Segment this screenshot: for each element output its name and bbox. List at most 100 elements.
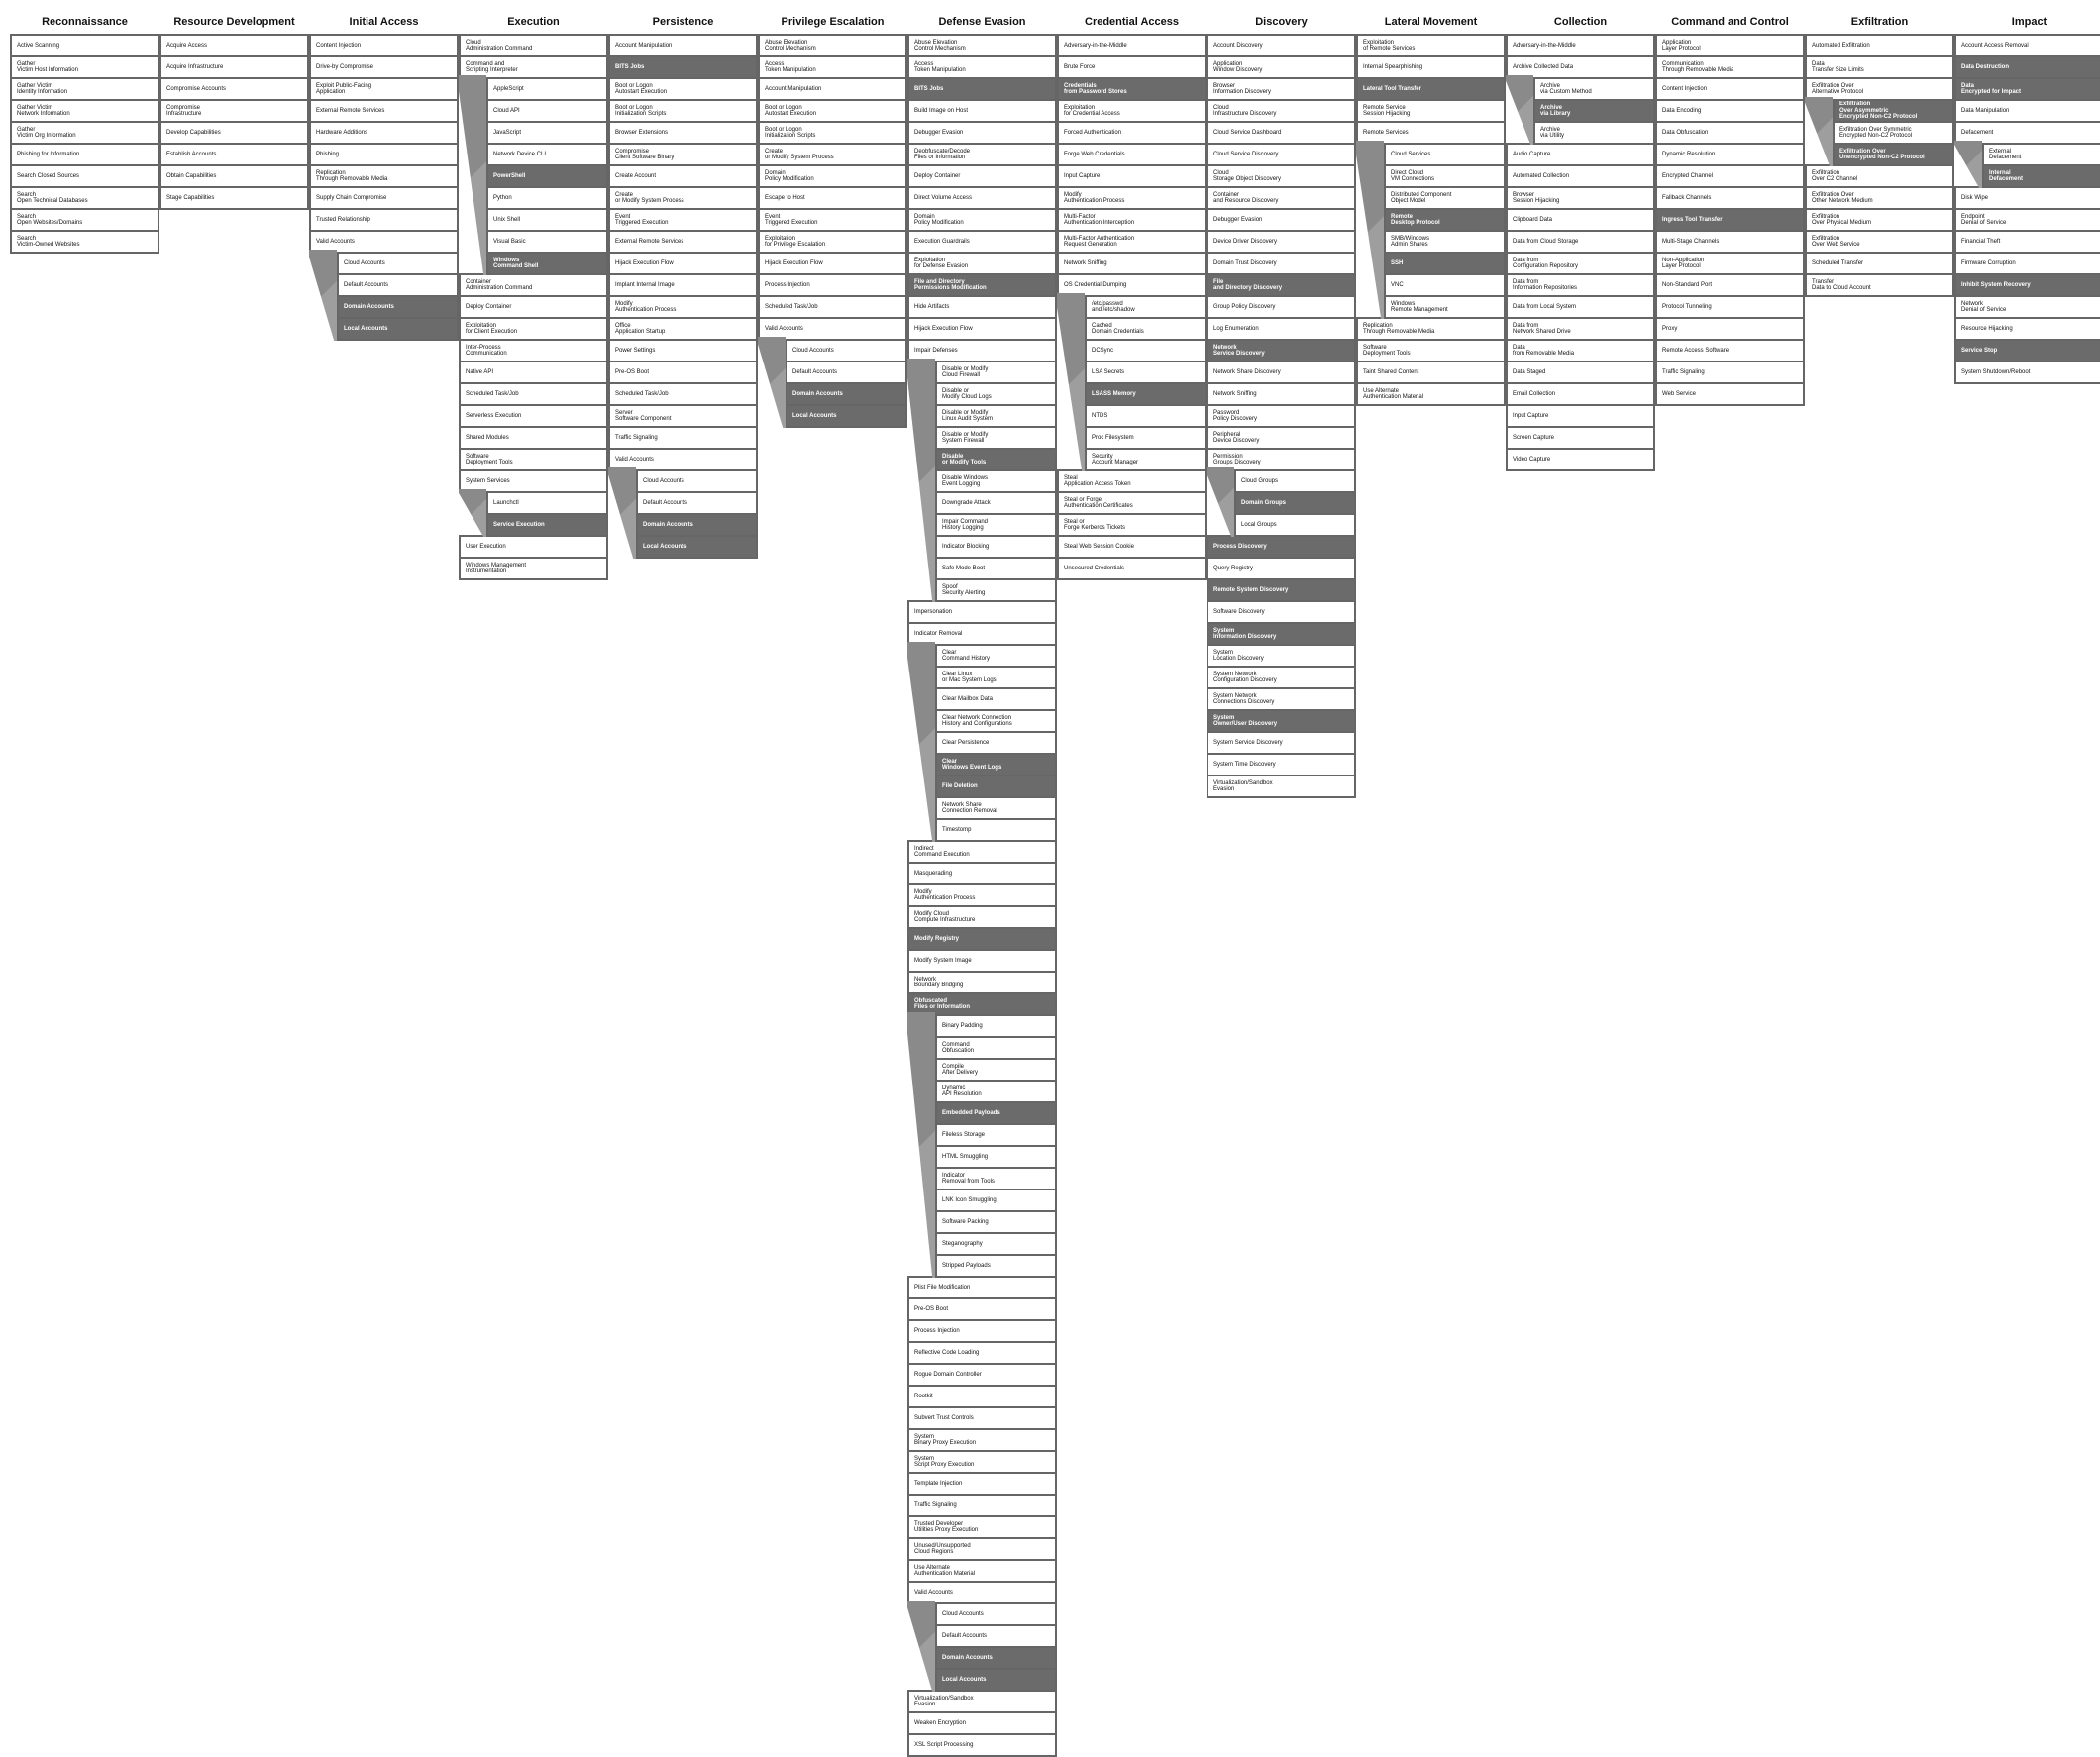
technique-cell[interactable]: Steal Application Access Token [1057,469,1207,493]
technique-cell[interactable]: Server Software Component [608,404,758,428]
sub-technique-cell[interactable]: Cloud Accounts [786,339,907,362]
sub-technique-cell[interactable]: Clear Persistence [935,731,1057,755]
technique-cell[interactable]: Domain Policy Modification [907,208,1057,232]
technique-cell[interactable]: Subvert Trust Controls [907,1406,1057,1430]
technique-cell[interactable]: Build Image on Host [907,99,1057,123]
technique-cell[interactable]: Scheduled Transfer [1805,252,1954,275]
technique-cell[interactable]: Office Application Startup [608,317,758,341]
sub-technique-cell[interactable]: SMB/Windows Admin Shares [1384,230,1506,254]
sub-technique-cell[interactable]: Fileless Storage [935,1123,1057,1147]
technique-cell[interactable]: Inter-Process Communication [459,339,608,362]
technique-cell[interactable]: Network Boundary Bridging [907,971,1057,994]
technique-cell[interactable]: Communication Through Removable Media [1655,55,1805,79]
technique-cell[interactable]: System Network Connections Discovery [1207,687,1356,711]
technique-cell[interactable]: Acquire Infrastructure [159,55,309,79]
technique-cell[interactable]: Modify Authentication Process [1057,186,1207,210]
sub-technique-cell[interactable]: LNK Icon Smuggling [935,1189,1057,1212]
technique-cell[interactable]: Hijack Execution Flow [907,317,1057,341]
technique-cell[interactable]: Adversary-in-the-Middle [1506,34,1655,57]
technique-cell[interactable]: Debugger Evasion [1207,208,1356,232]
technique-cell[interactable]: Automated Collection [1506,164,1655,188]
technique-cell[interactable]: Trusted Relationship [309,208,459,232]
sub-technique-cell[interactable]: Cloud Services [1384,143,1506,166]
technique-cell[interactable]: Dynamic Resolution [1655,143,1805,166]
sub-technique-cell[interactable]: Proc Filesystem [1085,426,1207,450]
sub-technique-cell[interactable]: Cloud Accounts [636,469,758,493]
technique-cell[interactable]: Credentials from Password Stores [1057,77,1207,101]
technique-cell[interactable]: Content Injection [309,34,459,57]
technique-cell[interactable]: Serverless Execution [459,404,608,428]
sub-technique-cell[interactable]: Archive via Utility [1533,121,1655,145]
technique-cell[interactable]: Data Transfer Size Limits [1805,55,1954,79]
sub-technique-cell[interactable]: Windows Remote Management [1384,295,1506,319]
technique-cell[interactable]: Create or Modify System Process [608,186,758,210]
sub-technique-cell[interactable]: File Deletion [935,775,1057,798]
technique-cell[interactable]: Boot or Logon Initialization Scripts [758,121,907,145]
technique-cell[interactable]: Exploitation for Client Execution [459,317,608,341]
technique-cell[interactable]: Domain Policy Modification [758,164,907,188]
technique-cell[interactable]: Software Discovery [1207,600,1356,624]
technique-cell[interactable]: Browser Information Discovery [1207,77,1356,101]
technique-cell[interactable]: Domain Trust Discovery [1207,252,1356,275]
technique-cell[interactable]: Application Window Discovery [1207,55,1356,79]
technique-cell[interactable]: Steal Web Session Cookie [1057,535,1207,559]
technique-cell[interactable]: Replication Through Removable Media [1356,317,1506,341]
technique-cell[interactable]: Abuse Elevation Control Mechanism [907,34,1057,57]
technique-cell[interactable]: System Location Discovery [1207,644,1356,668]
technique-cell[interactable]: Escape to Host [758,186,907,210]
technique-cell[interactable]: Modify Authentication Process [608,295,758,319]
technique-cell[interactable]: Establish Accounts [159,143,309,166]
sub-technique-cell[interactable]: Archive via Custom Method [1533,77,1655,101]
technique-cell[interactable]: Exfiltration Over Physical Medium [1805,208,1954,232]
sub-technique-cell[interactable]: Indicator Blocking [935,535,1057,559]
sub-technique-cell[interactable]: Disable or Modify Tools [935,448,1057,471]
sub-technique-cell[interactable]: Clear Command History [935,644,1057,668]
sub-technique-cell[interactable]: Unix Shell [486,208,608,232]
technique-cell[interactable]: Exploitation for Defense Evasion [907,252,1057,275]
technique-cell[interactable]: Phishing for Information [10,143,159,166]
technique-cell[interactable]: Steal or Forge Authentication Certificat… [1057,491,1207,515]
technique-cell[interactable]: Data from Local System [1506,295,1655,319]
technique-cell[interactable]: Search Open Websites/Domains [10,208,159,232]
technique-cell[interactable]: Obtain Capabilities [159,164,309,188]
technique-cell[interactable]: Native API [459,361,608,384]
sub-technique-cell[interactable]: Local Accounts [337,317,459,341]
technique-cell[interactable]: System Shutdown/Reboot [1954,361,2100,384]
technique-cell[interactable]: Reflective Code Loading [907,1341,1057,1365]
technique-cell[interactable]: Scheduled Task/Job [758,295,907,319]
technique-cell[interactable]: Impersonation [907,600,1057,624]
sub-technique-cell[interactable]: Clear Network Connection History and Con… [935,709,1057,733]
sub-technique-cell[interactable]: Service Execution [486,513,608,537]
technique-cell[interactable]: Execution Guardrails [907,230,1057,254]
technique-cell[interactable]: Scheduled Task/Job [608,382,758,406]
technique-cell[interactable]: Hardware Additions [309,121,459,145]
technique-cell[interactable]: Ingress Tool Transfer [1655,208,1805,232]
technique-cell[interactable]: Trusted Developer Utilities Proxy Execut… [907,1515,1057,1539]
sub-technique-cell[interactable]: AppleScript [486,77,608,101]
sub-technique-cell[interactable]: Local Accounts [636,535,758,559]
technique-cell[interactable]: Forge Web Credentials [1057,143,1207,166]
technique-cell[interactable]: Non-Standard Port [1655,273,1805,297]
sub-technique-cell[interactable]: Windows Command Shell [486,252,608,275]
sub-technique-cell[interactable]: Local Groups [1234,513,1356,537]
technique-cell[interactable]: Clipboard Data [1506,208,1655,232]
technique-cell[interactable]: External Remote Services [309,99,459,123]
sub-technique-cell[interactable]: Exfiltration Over Asymmetric Encrypted N… [1833,99,1954,123]
technique-cell[interactable]: Account Discovery [1207,34,1356,57]
sub-technique-cell[interactable]: JavaScript [486,121,608,145]
sub-technique-cell[interactable]: Direct Cloud VM Connections [1384,164,1506,188]
technique-cell[interactable]: Network Denial of Service [1954,295,2100,319]
technique-cell[interactable]: Traffic Signaling [1655,361,1805,384]
technique-cell[interactable]: Exploitation for Privilege Escalation [758,230,907,254]
technique-cell[interactable]: Multi-Factor Authentication Interception [1057,208,1207,232]
technique-cell[interactable]: Gather Victim Network Information [10,99,159,123]
technique-cell[interactable]: Exploitation for Credential Access [1057,99,1207,123]
sub-technique-cell[interactable]: Default Accounts [935,1624,1057,1648]
technique-cell[interactable]: Peripheral Device Discovery [1207,426,1356,450]
sub-technique-cell[interactable]: Default Accounts [786,361,907,384]
sub-technique-cell[interactable]: Command Obfuscation [935,1036,1057,1060]
technique-cell[interactable]: System Service Discovery [1207,731,1356,755]
technique-cell[interactable]: Exfiltration Over Web Service [1805,230,1954,254]
technique-cell[interactable]: Deploy Container [459,295,608,319]
technique-cell[interactable]: Modify System Image [907,949,1057,973]
